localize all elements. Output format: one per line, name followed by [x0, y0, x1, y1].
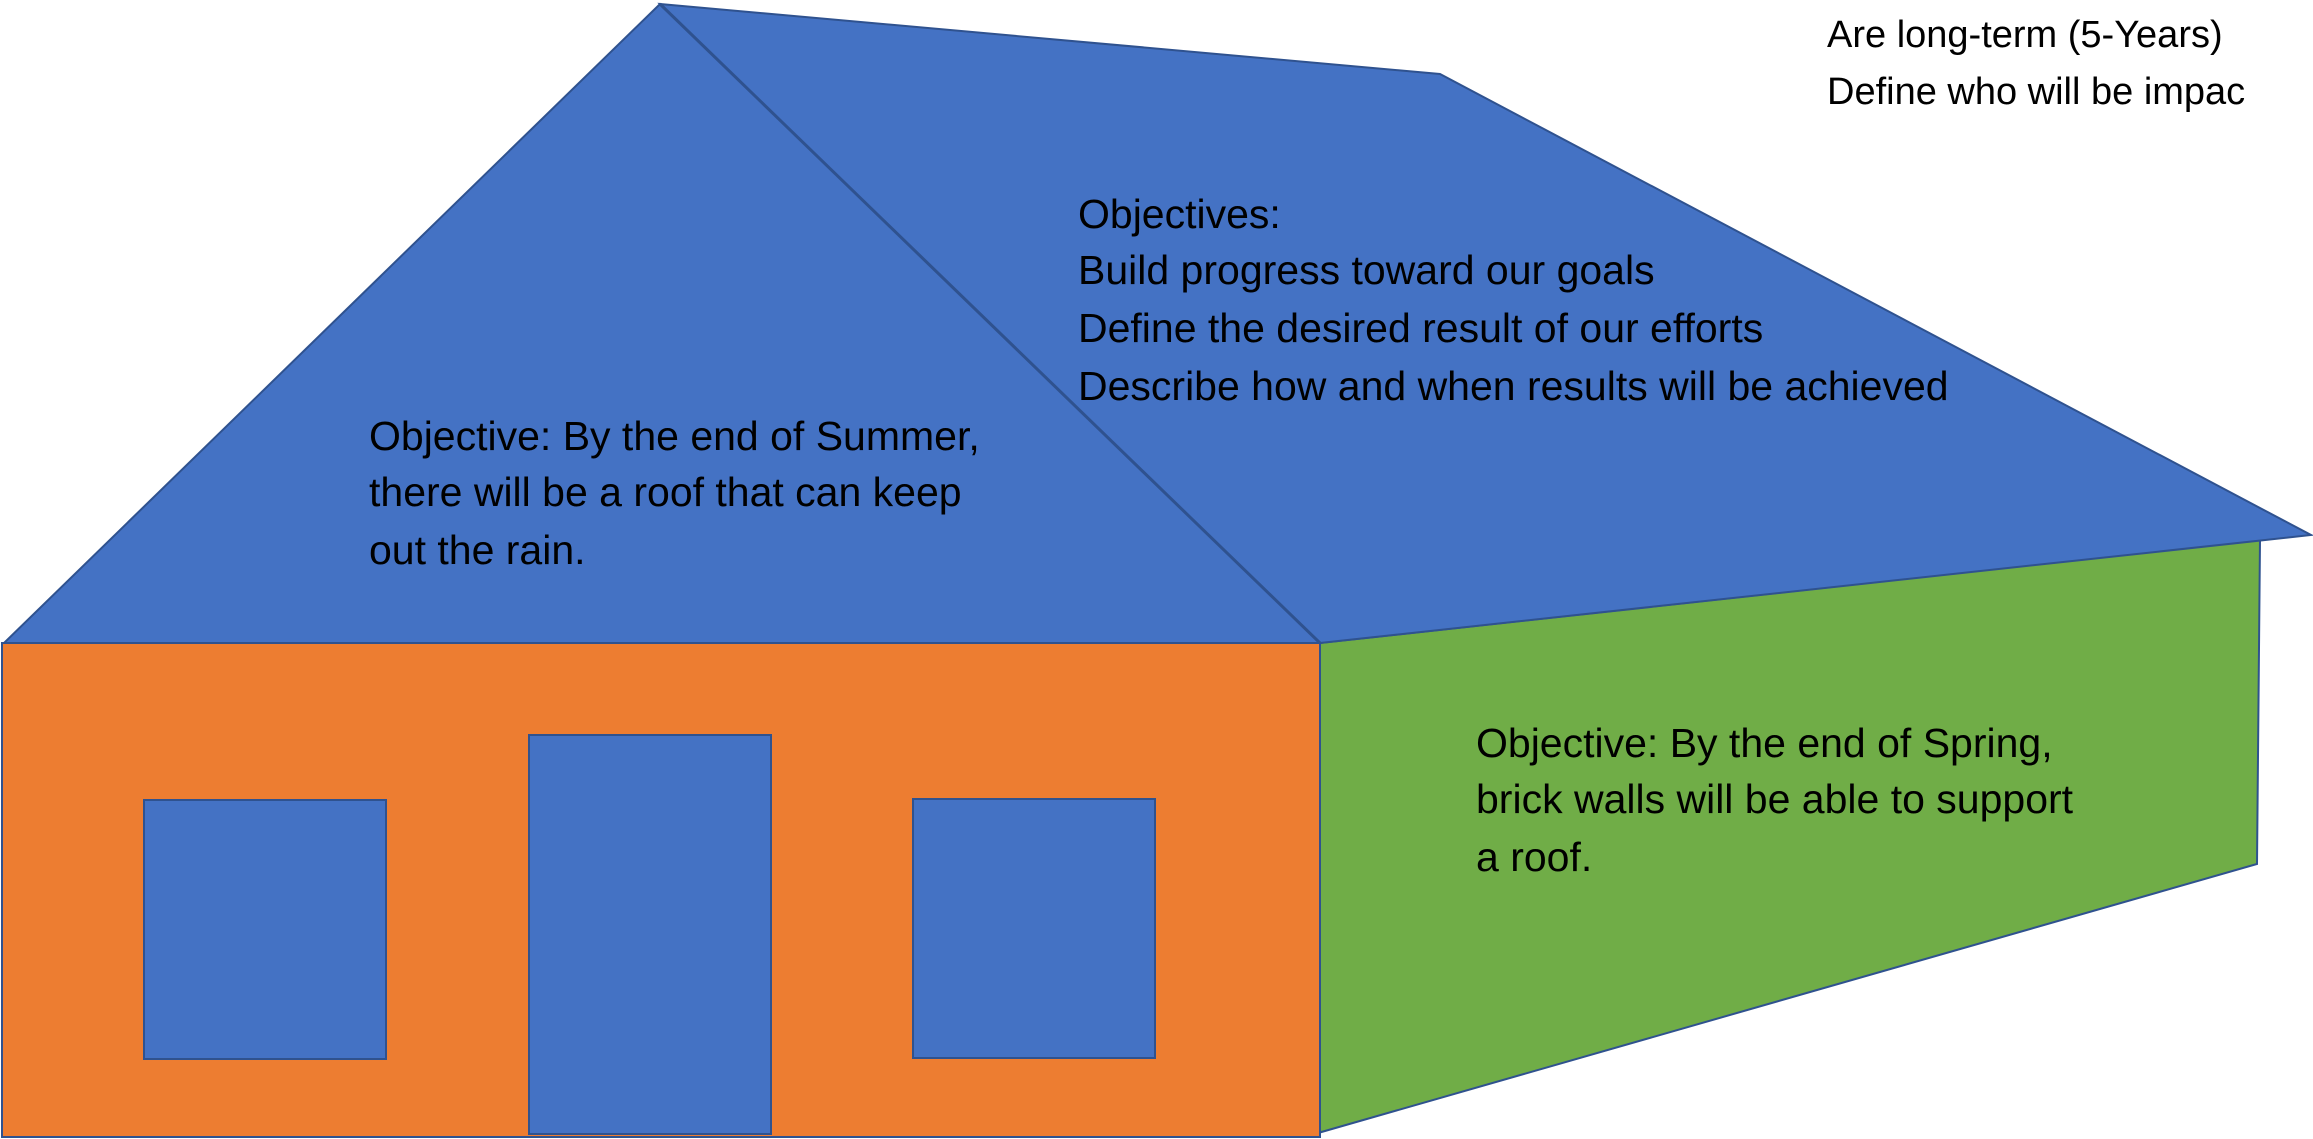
objectives-note-text: Objectives: Build progress toward our go… [1078, 191, 1949, 409]
roof-objective-line: Objective: By the end of Summer, [369, 413, 980, 459]
top-note-text: Are long-term (5-Years) Define who will … [1827, 14, 2245, 113]
wall-objective-text: Objective: By the end of Spring, brick w… [1476, 720, 2084, 880]
roof-objective-text: Objective: By the end of Summer, there w… [369, 413, 991, 573]
roof-ridge-line [658, 2, 1322, 645]
roof-objective-line: there will be a roof that can keep [369, 469, 962, 515]
top-note-line: Define who will be impac [1827, 71, 2245, 113]
top-note-line: Are long-term (5-Years) [1827, 14, 2223, 56]
wall-objective-line: brick walls will be able to support [1476, 776, 2074, 822]
wall-objective-line: a roof. [1476, 834, 1592, 880]
roof-objective-line: out the rain. [369, 527, 586, 573]
objectives-line: Define the desired result of our efforts [1078, 305, 1763, 351]
objectives-heading: Objectives: [1078, 191, 1281, 237]
side-wall [1316, 538, 2262, 1135]
objectives-line: Describe how and when results will be ac… [1078, 363, 1949, 409]
wall-objective-line: Objective: By the end of Spring, [1476, 720, 2053, 766]
objectives-line: Build progress toward our goals [1078, 247, 1655, 293]
door [528, 734, 772, 1135]
right-window [912, 798, 1156, 1059]
left-window [143, 799, 387, 1060]
